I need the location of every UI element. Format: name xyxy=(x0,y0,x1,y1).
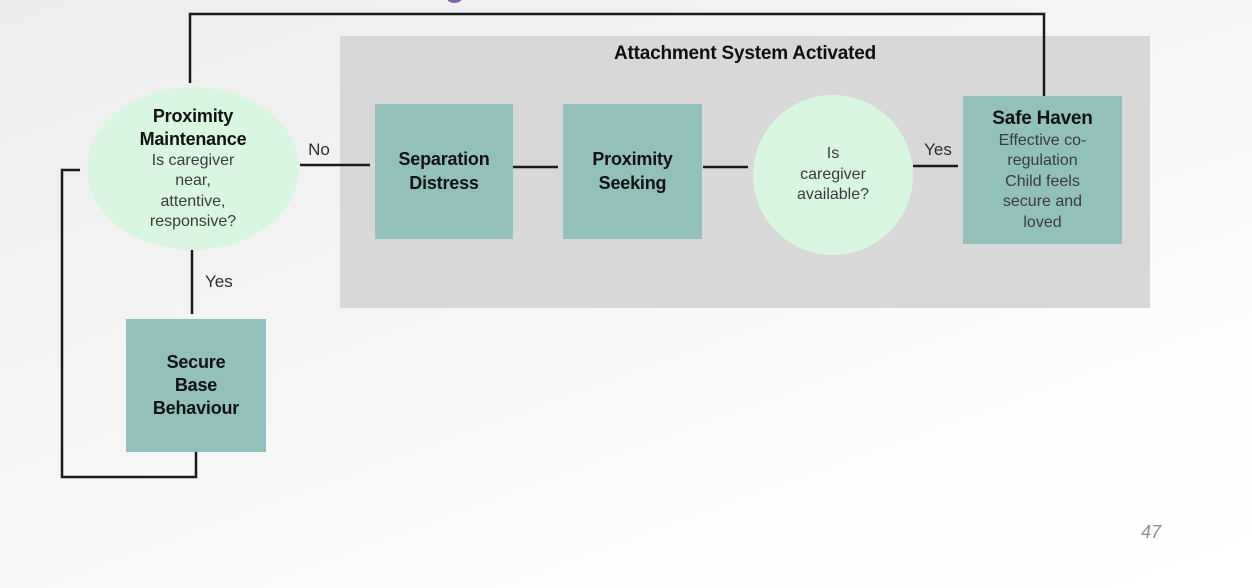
node-secure-base-behaviour-title: Secure Base Behaviour xyxy=(152,351,240,419)
node-safe-haven-title: Safe Haven xyxy=(992,107,1093,129)
edge-label-yes-secure-base: Yes xyxy=(205,272,233,291)
edge-label-yes-safe-haven: Yes xyxy=(924,140,952,159)
node-proximity-maintenance-body: Is caregiver near, attentive, responsive… xyxy=(149,151,237,230)
node-secure-base-behaviour: Secure Base Behaviour xyxy=(126,319,266,452)
page-number: 47 xyxy=(1140,522,1162,542)
slide-title-fragment-decoration xyxy=(447,0,462,3)
node-caregiver-available-body: Is caregiver available? xyxy=(796,145,870,204)
node-safe-haven-body: Effective co- regulation Child feels sec… xyxy=(998,131,1087,231)
node-caregiver-available: Is caregiver available? xyxy=(753,95,913,255)
edge-label-no: No xyxy=(308,140,330,159)
node-proximity-maintenance-title: Proximity Maintenance xyxy=(139,105,247,149)
node-separation-distress-title: Separation Distress xyxy=(398,149,490,193)
node-proximity-maintenance: Proximity Maintenance Is caregiver near,… xyxy=(87,87,299,250)
node-separation-distress: Separation Distress xyxy=(375,104,513,239)
edge-safe-haven-to-proximity-maintenance xyxy=(188,12,1046,96)
node-proximity-seeking-title: Proximity Seeking xyxy=(592,149,673,193)
edge-secure-base-loop-to-proximity-maintenance xyxy=(60,168,198,479)
node-proximity-seeking: Proximity Seeking xyxy=(563,104,702,239)
node-safe-haven: Safe Haven Effective co- regulation Chil… xyxy=(963,96,1122,244)
panel-title: Attachment System Activated xyxy=(613,43,877,64)
